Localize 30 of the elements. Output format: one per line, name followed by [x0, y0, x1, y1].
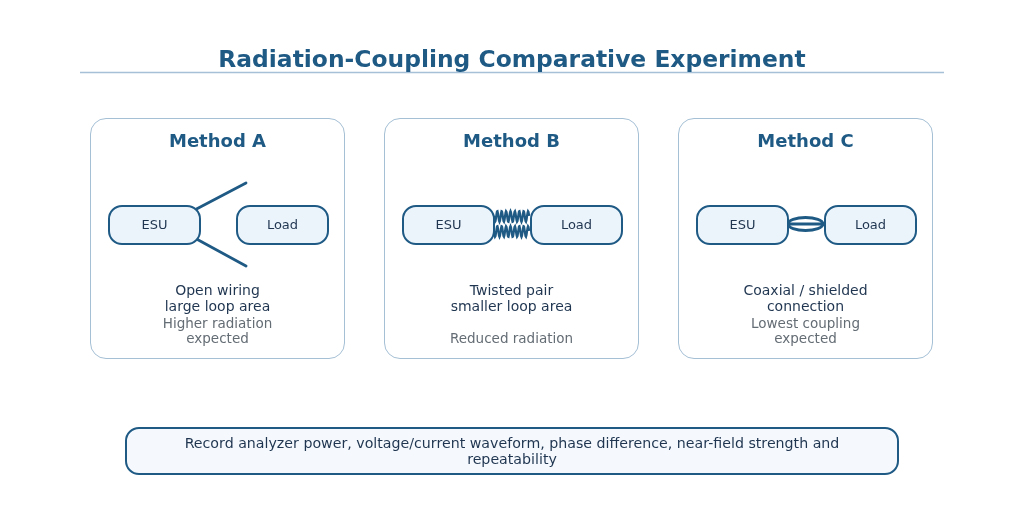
- device-box: [402, 205, 495, 245]
- method-panel: [384, 118, 639, 359]
- method-panel: [678, 118, 933, 359]
- summary-box: [125, 427, 899, 475]
- description-text: Open wiring large loop area: [163, 281, 272, 314]
- open-wire: [195, 181, 248, 211]
- device-box: [696, 205, 789, 245]
- expectation-text: Lowest coupling expected: [750, 315, 861, 346]
- panel-heading: Method C: [757, 128, 854, 153]
- method-panel: [90, 118, 345, 359]
- panel-heading: Method B: [463, 128, 560, 153]
- expectation-text: Reduced radiation: [449, 330, 574, 346]
- expectation-text: Higher radiation expected: [161, 315, 274, 346]
- device-label: Load: [854, 217, 887, 233]
- device-box: [824, 205, 917, 245]
- device-box: [236, 205, 329, 245]
- device-box: [108, 205, 201, 245]
- diagram-title: Radiation-Coupling Comparative Experiment: [218, 49, 806, 70]
- device-box: [530, 205, 623, 245]
- open-wire: [195, 237, 248, 268]
- twisted-pair-cable: [492, 207, 531, 241]
- description-text: Twisted pair smaller loop area: [449, 281, 574, 314]
- summary-text: Record analyzer power, voltage/current waveform, phase difference, near-field strength and repeatability: [183, 435, 841, 467]
- device-label: Load: [560, 217, 593, 233]
- panel-heading: Method A: [169, 128, 266, 153]
- device-label: ESU: [141, 217, 168, 233]
- description-text: Coaxial / shielded connection: [742, 281, 869, 314]
- device-label: ESU: [729, 217, 756, 233]
- device-label: Load: [266, 217, 299, 233]
- device-label: ESU: [435, 217, 462, 233]
